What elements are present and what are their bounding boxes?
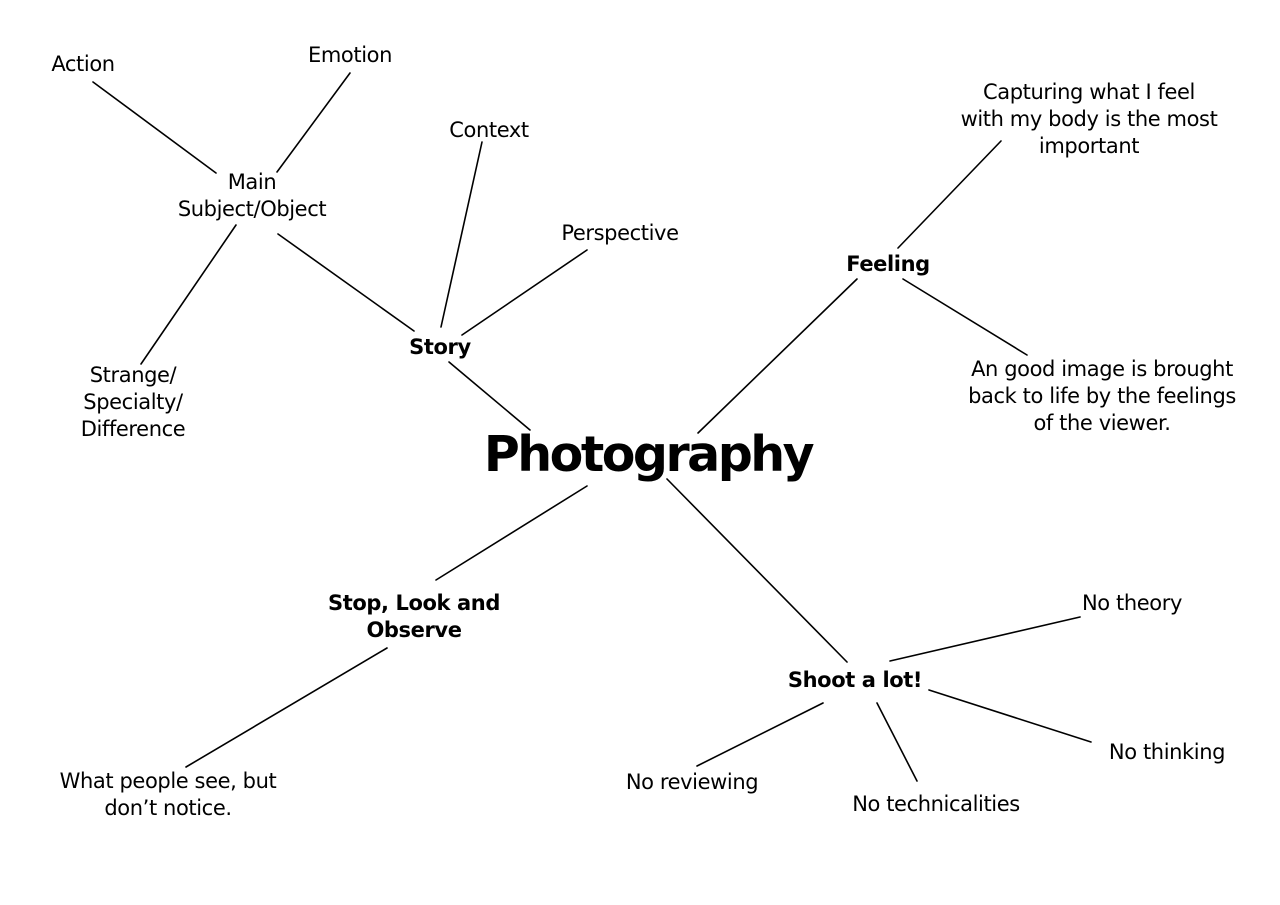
node-no-reviewing: No reviewing	[625, 770, 759, 794]
node-no-technicalities: No technicalities	[852, 792, 1020, 816]
link-shoot-no-thinking	[928, 689, 1092, 743]
link-center-shoot	[666, 478, 848, 663]
node-good-image-feelings: An good image is brought back to life by…	[968, 357, 1236, 435]
link-center-stop-look	[435, 485, 588, 581]
link-stop-look-what-people	[185, 647, 388, 768]
link-story-context	[440, 141, 483, 328]
link-feeling-capturing	[897, 140, 1002, 249]
node-no-theory: No theory	[1081, 591, 1182, 615]
link-main-subject-action	[92, 81, 217, 174]
node-context: Context	[449, 118, 529, 142]
node-capturing-what-i-feel: Capturing what I feel with my body is th…	[960, 80, 1218, 158]
link-story-perspective	[461, 249, 588, 336]
branch-stop-look-observe: Stop, Look and Observe	[328, 591, 500, 642]
link-center-story	[448, 361, 531, 431]
node-main-subject: Main Subject/Object	[177, 170, 327, 221]
branch-shoot-a-lot: Shoot a lot!	[787, 668, 923, 692]
node-perspective: Perspective	[561, 221, 679, 245]
node-strange-specialty-difference: Strange/ Specialty/ Difference	[80, 363, 186, 441]
link-feeling-good-image	[902, 278, 1028, 356]
link-story-main-subject	[277, 233, 415, 332]
link-shoot-no-reviewing	[696, 702, 824, 767]
link-center-feeling	[697, 278, 858, 434]
node-emotion: Emotion	[308, 43, 392, 67]
node-action: Action	[51, 52, 115, 76]
link-main-subject-strange	[140, 224, 237, 365]
link-main-subject-emotion	[276, 72, 351, 173]
branch-story: Story	[409, 335, 471, 359]
node-what-people-see: What people see, but don’t notice.	[59, 769, 277, 820]
node-no-thinking: No thinking	[1108, 740, 1226, 764]
link-shoot-no-technicalities	[876, 702, 918, 782]
branch-feeling: Feeling	[846, 252, 930, 276]
central-topic: Photography	[483, 426, 815, 483]
link-shoot-no-theory	[889, 616, 1081, 662]
